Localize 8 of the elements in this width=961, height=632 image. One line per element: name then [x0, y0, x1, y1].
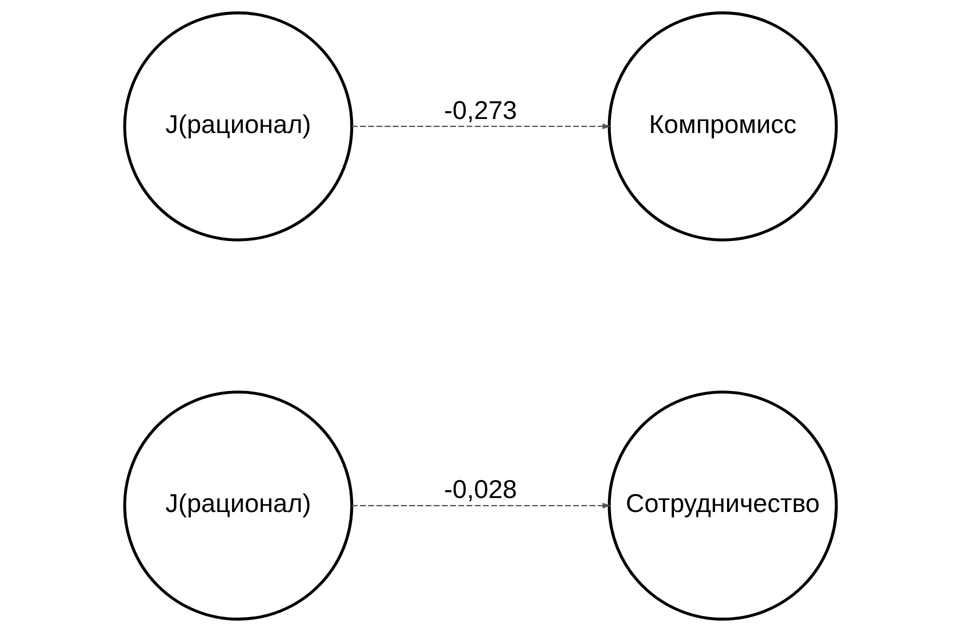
edge-label: -0,028: [444, 476, 518, 504]
node-circle: J(рационал): [123, 11, 354, 242]
node-circle: Сотрудничество: [608, 390, 838, 621]
arrow: [352, 502, 611, 508]
arrow: [352, 124, 611, 130]
edge-label: -0,273: [444, 96, 518, 125]
node-circle: J(рационал): [123, 390, 354, 621]
node-circle: Компромисс: [608, 11, 838, 242]
